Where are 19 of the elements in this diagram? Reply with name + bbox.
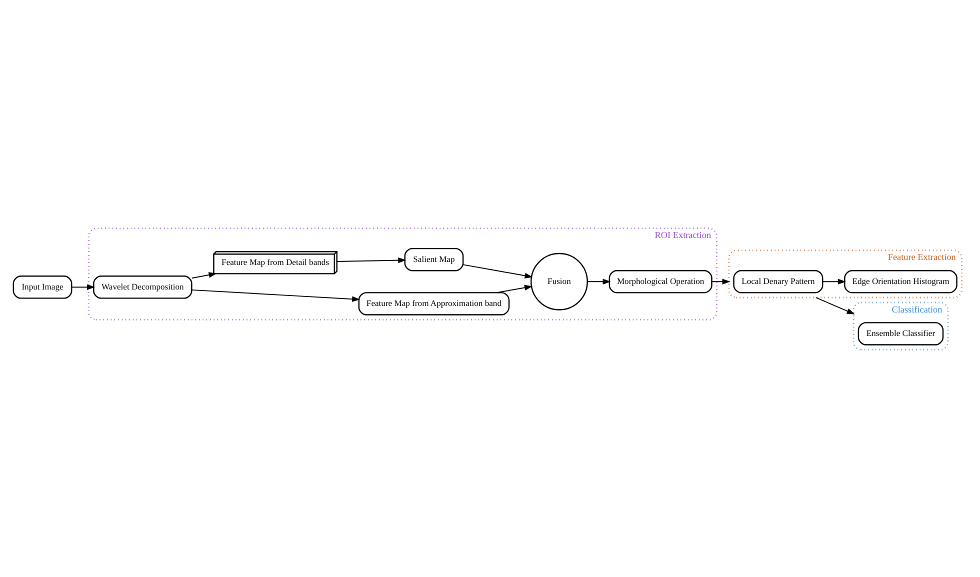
node-box: Morphological Operation [608,270,712,293]
arrow [496,284,533,293]
node-box: Ensemble Classifier [858,322,944,345]
arrow [822,278,846,284]
arrow [71,284,96,290]
node-box: Wavelet Decomposition [93,275,192,298]
node-box: Salient Map [404,247,464,271]
arrow [191,288,360,302]
node-box: Local Denary Pattern [733,270,824,293]
node-box: Input Image [12,275,72,298]
node-box: Feature Map from Approximation band [358,292,510,315]
node-box: Edge Orientation Histogram [844,270,958,293]
arrow [711,278,730,284]
arrow [462,264,533,278]
arrow [586,278,611,284]
arrow [336,256,406,263]
node-circle: Fusion [530,252,588,310]
arrow [815,296,855,314]
arrow [191,272,217,278]
